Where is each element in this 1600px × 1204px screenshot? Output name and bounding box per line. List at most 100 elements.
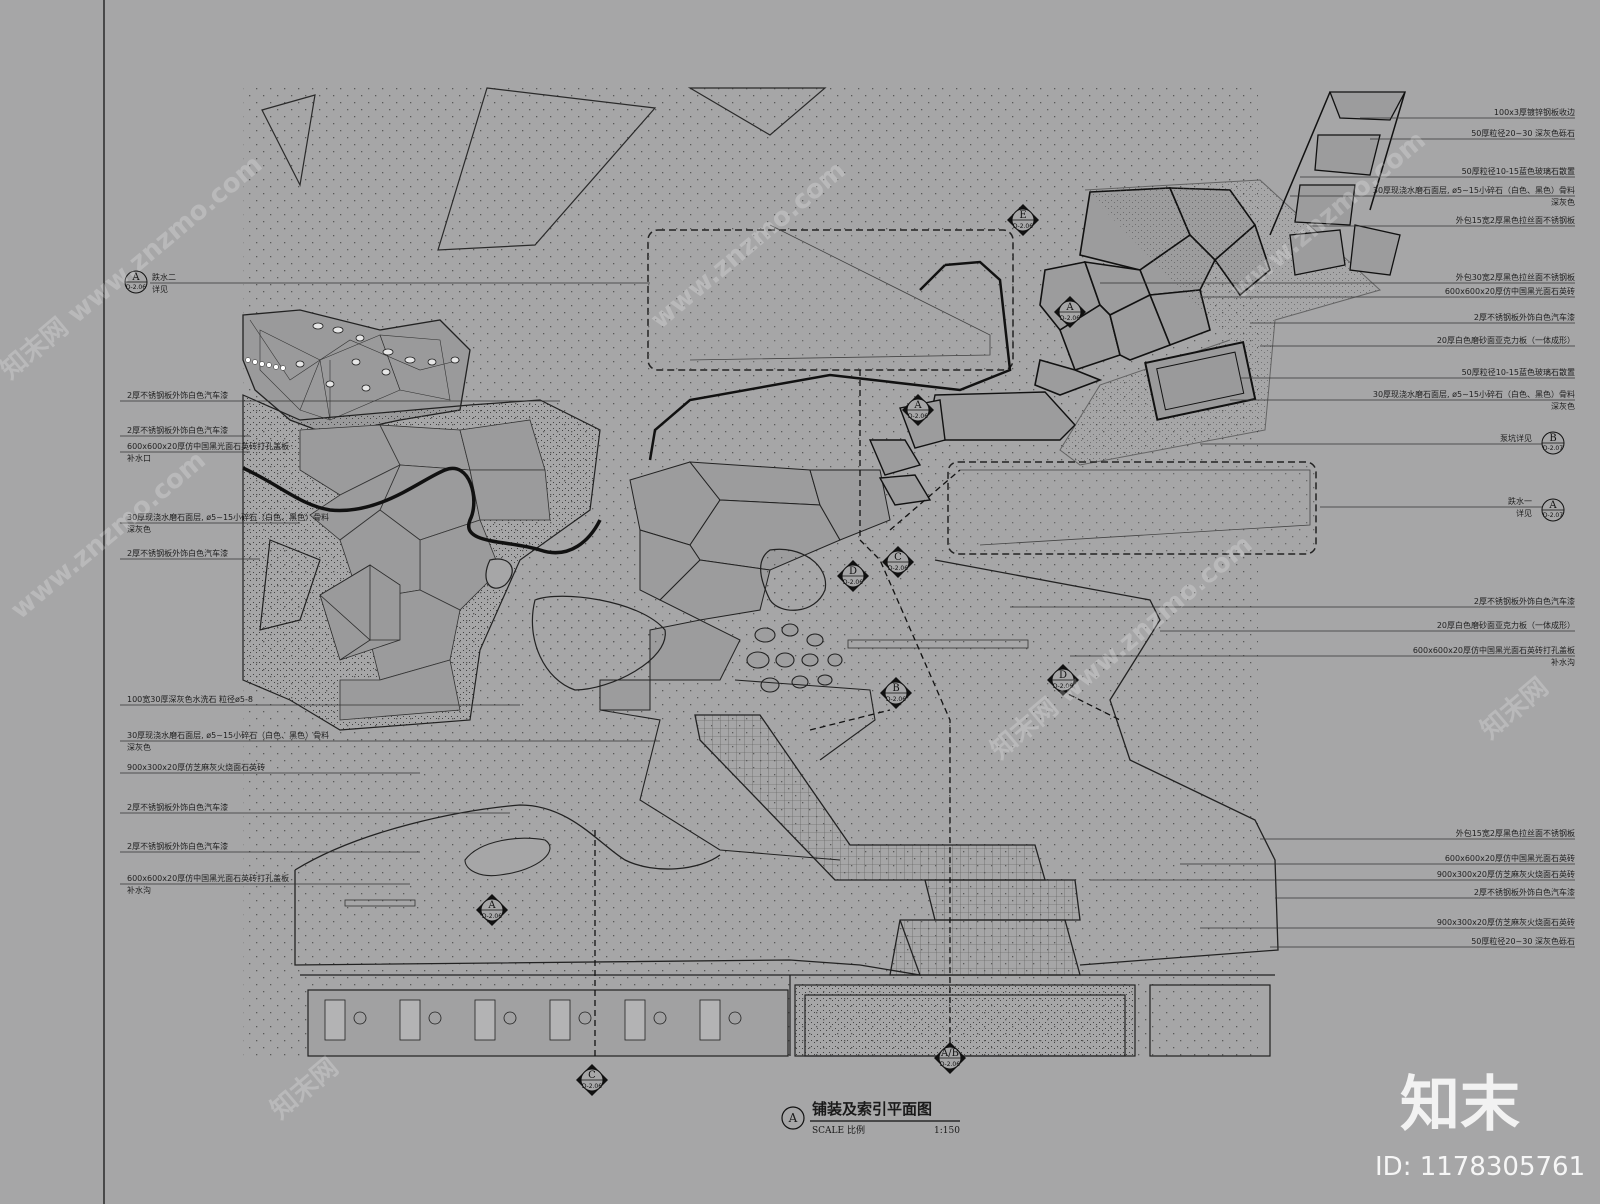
section-marker-letter: A bbox=[1065, 302, 1074, 313]
right-annotation-group: 100x3厚镀锌钢板收边 50厚粒径20~30 深灰色砾石 50厚粒径10-15蓝色… bbox=[1373, 107, 1575, 946]
section-marker-letter: D bbox=[849, 566, 857, 577]
central-planter-bean bbox=[531, 595, 666, 691]
left-note-10: 2厚不锈钢板外饰白色汽车漆 bbox=[127, 802, 228, 812]
left-planter-triangle bbox=[259, 539, 321, 631]
right-note-13-line2: 详见 bbox=[1516, 508, 1532, 518]
left-note-5: 30厚现浇水磨石面层, ø5~15小碎石（白色、黑色）骨料 bbox=[127, 512, 329, 522]
left-rock-sculpture bbox=[319, 564, 401, 661]
seating-units bbox=[324, 999, 742, 1041]
detail-ref-sheet: D-2.06 bbox=[126, 284, 146, 291]
section-marker-5: D D-2.06 bbox=[837, 560, 869, 592]
right-note-7: 600x600x20厚仿中国黑光面石英砖 bbox=[1445, 286, 1575, 296]
section-marker-sheet: D-2.06 bbox=[940, 1061, 960, 1068]
lower-planter-island bbox=[464, 837, 551, 877]
watermark-faint-edge: 知末网 bbox=[1475, 672, 1554, 745]
section-marker-2: A D-2.06 bbox=[1054, 296, 1086, 328]
detail-ref-letter: B bbox=[1549, 433, 1556, 444]
pool-weir-line bbox=[689, 224, 991, 361]
top-right-stepping-path bbox=[1289, 91, 1407, 276]
section-marker-letter: D bbox=[1059, 670, 1067, 681]
right-leader-lines bbox=[1010, 117, 1575, 948]
section-marker-letter: B bbox=[892, 683, 899, 694]
right-note-20: 2厚不锈钢板外饰白色汽车漆 bbox=[1474, 887, 1575, 897]
watermark-faint-bottom: 知末网 bbox=[265, 1052, 344, 1125]
drawing-title: 铺装及索引平面图 bbox=[812, 1100, 932, 1118]
left-note-12-line2: 补水沟 bbox=[127, 885, 151, 895]
left-note-3: 2厚不锈钢板外饰白色汽车漆 bbox=[127, 425, 228, 435]
left-note-7: 100宽30厚深灰色水洗石 粒径ø5-8 bbox=[127, 694, 253, 704]
title-tag-letter: A bbox=[788, 1111, 798, 1125]
upper-edge-curb bbox=[648, 260, 1012, 461]
section-marker-10: CD-2.06 bbox=[576, 1064, 608, 1096]
left-note-8: 30厚现浇水磨石面层, ø5~15小碎石（白色、黑色）骨料 bbox=[127, 730, 329, 740]
section-marker-6: B D-2.06 bbox=[880, 677, 912, 709]
left-note-1: 跌水二 bbox=[152, 272, 176, 282]
watermark-brand: 知末 bbox=[1400, 1070, 1520, 1140]
right-note-16-line2: 补水沟 bbox=[1551, 657, 1575, 667]
left-detail-ref-0: AD-2.06 bbox=[124, 270, 148, 294]
section-marker-sheet: D-2.06 bbox=[1060, 315, 1080, 322]
detail-ref-letter: A bbox=[131, 272, 140, 283]
section-marker-letter: A/B bbox=[940, 1048, 959, 1059]
right-note-15: 20厚白色磨砂面亚克力板（一体成形） bbox=[1437, 620, 1575, 630]
detail-ref-letter: A bbox=[1548, 500, 1557, 511]
stream-island bbox=[485, 558, 513, 589]
left-note-4-line2: 补水口 bbox=[127, 453, 151, 463]
right-detail-ref-12: AD-2.07 bbox=[1541, 498, 1565, 522]
detail-ref-sheet: D-2.07 bbox=[1543, 445, 1563, 452]
left-note-8-line2: 深灰色 bbox=[127, 742, 151, 752]
section-marker-letter: C bbox=[894, 552, 902, 563]
pebble-cluster bbox=[746, 623, 843, 693]
left-note-11: 2厚不锈钢板外饰白色汽车漆 bbox=[127, 841, 228, 851]
right-note-17: 外包15宽2厚黑色拉丝面不锈钢板 bbox=[1456, 828, 1575, 838]
right-note-11: 30厚现浇水磨石面层, ø5~15小碎石（白色、黑色）骨料 bbox=[1373, 389, 1575, 399]
right-note-1: 100x3厚镀锌钢板收边 bbox=[1494, 107, 1575, 117]
pump-pit bbox=[1144, 341, 1257, 421]
left-note-4: 600x600x20厚仿中国黑光面石英砖打孔盖板 bbox=[127, 441, 289, 451]
section-marker-group: ED-2.06AD-2.06AD-2.06CD-2.06DD-2.06BD-2.… bbox=[476, 204, 1086, 1096]
watermark-faint-left: 知末网 www.znzmo.com bbox=[0, 149, 268, 385]
section-marker-sheet: D-2.06 bbox=[886, 696, 906, 703]
right-note-9: 20厚白色磨砂面亚克力板（一体成形） bbox=[1437, 335, 1575, 345]
right-note-4-line2: 深灰色 bbox=[1551, 197, 1575, 207]
section-marker-7: D D-2.06 bbox=[1047, 664, 1079, 696]
right-note-8: 2厚不锈钢板外饰白色汽车漆 bbox=[1474, 312, 1575, 322]
section-marker-4: C D-2.06 bbox=[882, 546, 914, 578]
section-marker-sheet: D-2.06 bbox=[582, 1083, 602, 1090]
top-triangle-planters bbox=[261, 87, 827, 251]
left-note-12: 600x600x20厚仿中国黑光面石英砖打孔盖板 bbox=[127, 873, 289, 883]
left-note-6: 2厚不锈钢板外饰白色汽车漆 bbox=[127, 548, 228, 558]
section-marker-3: AD-2.06 bbox=[902, 394, 934, 426]
planter-small bbox=[760, 548, 827, 611]
right-note-13: 跌水一 bbox=[1508, 496, 1532, 506]
scale-value: 1:150 bbox=[934, 1126, 960, 1136]
left-annotation-group: 跌水二详见2厚不锈钢板外饰白色汽车漆2厚不锈钢板外饰白色汽车漆600x600x2… bbox=[127, 272, 329, 895]
left-note-9: 900x300x20厚仿芝麻灰火烧面石英砖 bbox=[127, 762, 265, 772]
right-note-18: 600x600x20厚仿中国黑光面石英砖 bbox=[1445, 853, 1575, 863]
section-marker-letter: E bbox=[1019, 210, 1026, 221]
right-note-19: 900x300x20厚仿芝麻灰火烧面石英砖 bbox=[1437, 869, 1575, 879]
right-note-11-line2: 深灰色 bbox=[1551, 401, 1575, 411]
section-marker-letter: A bbox=[487, 900, 496, 911]
right-note-12: 泵坑详见 bbox=[1500, 433, 1532, 443]
section-marker-1: E D-2.06 bbox=[1007, 204, 1039, 236]
right-note-3: 50厚粒径10-15蓝色玻璃石散置 bbox=[1462, 166, 1575, 176]
right-note-2: 50厚粒径20~30 深灰色砾石 bbox=[1471, 128, 1575, 138]
lower-left-curb bbox=[294, 804, 721, 871]
right-note-6: 外包30宽2厚黑色拉丝面不锈钢板 bbox=[1456, 272, 1575, 282]
section-marker-sheet: D-2.06 bbox=[1053, 683, 1073, 690]
left-note-2: 2厚不锈钢板外饰白色汽车漆 bbox=[127, 390, 228, 400]
section-cut-lines bbox=[594, 370, 1121, 1060]
right-note-10: 50厚粒径10-15蓝色玻璃石散置 bbox=[1462, 367, 1575, 377]
section-marker-8: AD-2.06 bbox=[476, 894, 508, 926]
section-marker-sheet: D-2.06 bbox=[1013, 223, 1033, 230]
right-note-22: 50厚粒径20~30 深灰色砾石 bbox=[1471, 936, 1575, 946]
entry-step-1 bbox=[924, 879, 1081, 921]
section-marker-sheet: D-2.06 bbox=[843, 579, 863, 586]
right-detail-ref-11: BD-2.07 bbox=[1541, 431, 1565, 455]
right-note-14: 2厚不锈钢板外饰白色汽车漆 bbox=[1474, 596, 1575, 606]
scale-label: SCALE 比例 bbox=[812, 1124, 865, 1136]
section-marker-sheet: D-2.06 bbox=[888, 565, 908, 572]
